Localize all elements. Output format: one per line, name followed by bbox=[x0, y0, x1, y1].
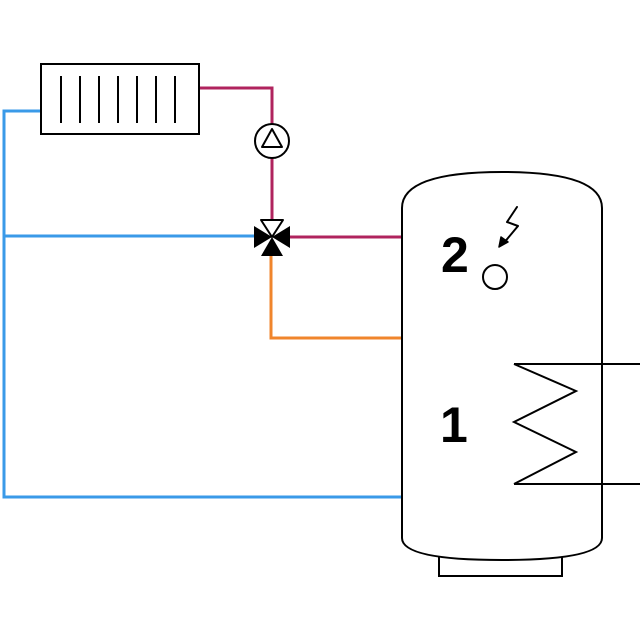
tank-mid-pipe bbox=[269, 256, 402, 340]
lightning-icon bbox=[498, 206, 519, 248]
zone-label-upper: 2 bbox=[441, 227, 469, 283]
radiator bbox=[40, 63, 200, 135]
coil-icon bbox=[511, 363, 640, 485]
coil-zigzag bbox=[511, 363, 579, 485]
supply-pipes bbox=[199, 86, 402, 239]
zone-label-lower: 1 bbox=[440, 397, 468, 453]
supply-pipe-radiator-to-pump bbox=[199, 86, 274, 124]
mixing-valve-icon bbox=[254, 219, 290, 256]
storage-tank bbox=[401, 170, 603, 562]
pump-icon bbox=[254, 123, 290, 159]
return-pipe-radiator bbox=[2, 109, 402, 499]
heater-element-icon bbox=[482, 264, 508, 290]
return-pipes bbox=[2, 109, 402, 499]
